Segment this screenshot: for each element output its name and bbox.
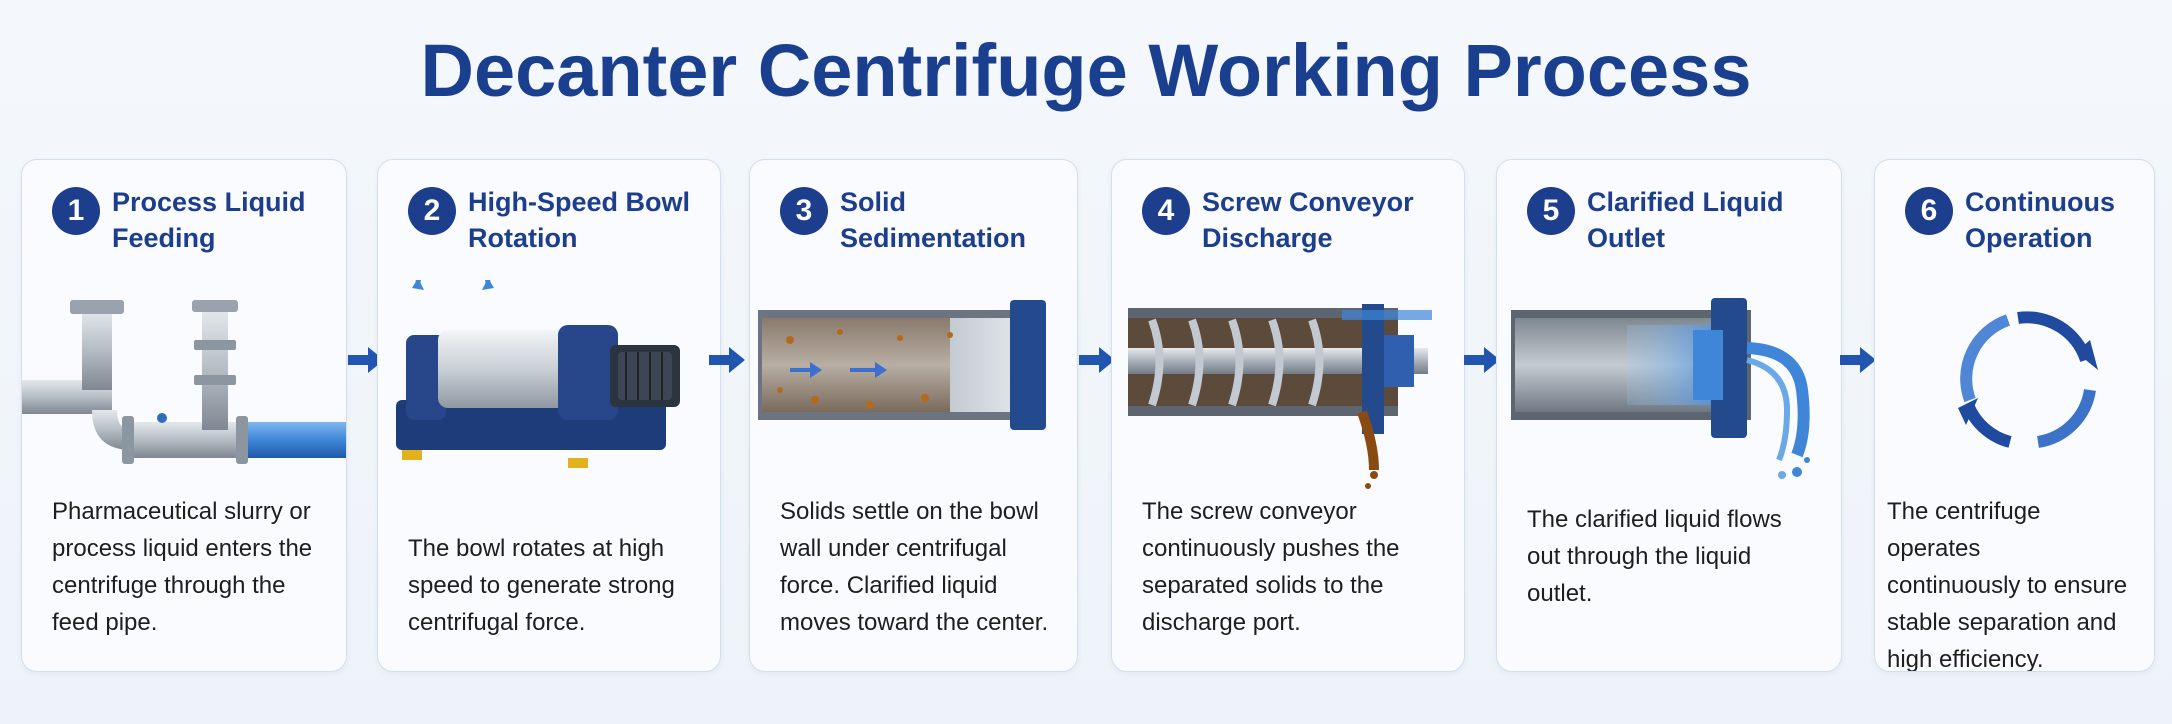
- arrow-right-icon: [1840, 347, 1876, 373]
- step-title-line: Outlet: [1587, 223, 1665, 253]
- step-card-2: 2 High-Speed Bowl Rotation The bowl rota…: [377, 159, 721, 672]
- cycle-icon: [1958, 311, 2098, 448]
- arrow-right-icon: [709, 347, 745, 373]
- step-title: Continuous Operation: [1965, 184, 2144, 256]
- decanter-machine-icon: [396, 280, 680, 468]
- step-title-line: Operation: [1965, 223, 2093, 253]
- step-description: Pharmaceutical slurry or process liquid …: [52, 498, 313, 636]
- step-description: The bowl rotates at high speed to genera…: [408, 535, 675, 636]
- page-title: Decanter Centrifuge Working Process: [420, 29, 1752, 112]
- step-title-line: Clarified Liquid: [1587, 187, 1784, 217]
- step-description: The centrifuge operates continuously to …: [1887, 498, 2128, 672]
- arrow-right-icon: [1464, 347, 1500, 373]
- step-description: The screw conveyor continuously pushes t…: [1142, 498, 1400, 636]
- step-description: The clarified liquid flows out through t…: [1527, 506, 1782, 607]
- step-card-3: 3 Solid Sedimentation Solids settle on t…: [749, 159, 1078, 672]
- step-number-badge: 6: [1905, 187, 1953, 235]
- step-title: High-Speed Bowl Rotation: [468, 184, 710, 256]
- step-title: Solid Sedimentation: [840, 184, 1067, 256]
- step-title-line: Process Liquid: [112, 187, 306, 217]
- step-number-badge: 5: [1527, 187, 1575, 235]
- step-number-badge: 1: [52, 187, 100, 235]
- arrow-right-icon: [348, 347, 384, 373]
- step-title-line: Continuous: [1965, 187, 2115, 217]
- step-title-line: Solid: [840, 187, 906, 217]
- bowl-sedimentation-icon: [758, 300, 1046, 430]
- step-title-line: Screw Conveyor: [1202, 187, 1414, 217]
- screw-conveyor-icon: [1128, 304, 1432, 489]
- feed-pipe-icon: [22, 300, 346, 464]
- liquid-outlet-icon: [1511, 298, 1810, 479]
- step-number-badge: 3: [780, 187, 828, 235]
- step-number-badge: 4: [1142, 187, 1190, 235]
- step-card-1: 1 Process Liquid Feeding Pharmaceutical …: [21, 159, 347, 672]
- step-description: Solids settle on the bowl wall under cen…: [780, 498, 1049, 636]
- step-card-6: 6 Continuous Operation The centrifuge op…: [1874, 159, 2155, 672]
- step-card-5: 5 Clarified Liquid Outlet The clarified …: [1496, 159, 1842, 672]
- step-title-line: Discharge: [1202, 223, 1333, 253]
- step-title: Clarified Liquid Outlet: [1587, 184, 1831, 256]
- step-title-line: Rotation: [468, 223, 578, 253]
- step-title: Screw Conveyor Discharge: [1202, 184, 1454, 256]
- step-title-line: Feeding: [112, 223, 216, 253]
- step-title-line: Sedimentation: [840, 223, 1027, 253]
- step-title: Process Liquid Feeding: [112, 184, 336, 256]
- step-card-4: 4 Screw Conveyor Discharge The screw con…: [1111, 159, 1465, 672]
- arrow-right-icon: [1079, 347, 1115, 373]
- step-title-line: High-Speed Bowl: [468, 187, 690, 217]
- step-number-badge: 2: [408, 187, 456, 235]
